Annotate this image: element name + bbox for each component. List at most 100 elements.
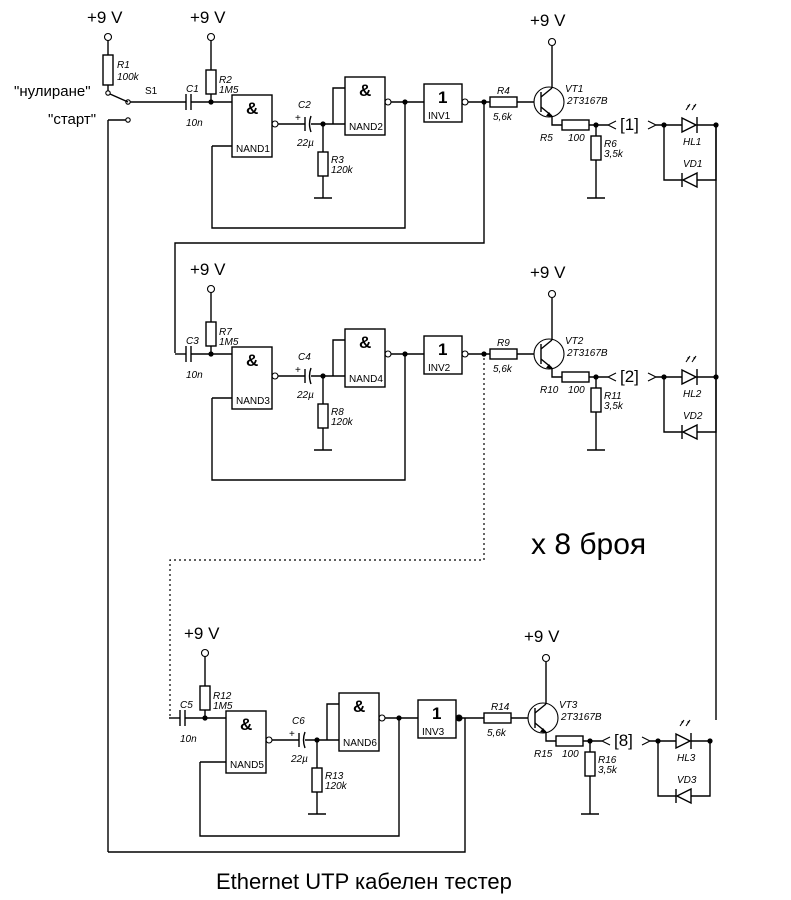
nand-a-name: NAND3 <box>236 396 270 407</box>
vt-name: VT3 <box>559 700 578 711</box>
transistor-icon <box>527 702 559 734</box>
c-mid-polarity: + <box>295 365 301 376</box>
r-base-value: 5,6k <box>493 364 513 375</box>
r-gnd-name: R3 <box>331 155 344 166</box>
stage-3: +9 VR121M5C510n&NAND5+C622µR13120k&NAND6… <box>169 624 713 837</box>
r-pull-name: R2 <box>219 75 232 86</box>
inv-name: INV3 <box>422 727 445 738</box>
power-terminal-icon <box>547 37 557 47</box>
r1-name: R1 <box>117 60 130 71</box>
c-in-value: 10n <box>180 734 197 745</box>
r-out-value: 3,5k <box>604 401 624 412</box>
power-terminal-icon <box>206 284 216 294</box>
switch-pos-reset-label: "нулиране" <box>14 83 91 100</box>
resistor-r1 <box>102 54 114 86</box>
nand-b-name: NAND4 <box>349 374 383 385</box>
junction-dot <box>396 715 402 721</box>
inverting-bubble-icon <box>378 714 386 722</box>
c-mid-polarity: + <box>295 113 301 124</box>
port-label: [8] <box>614 731 633 750</box>
power-terminal-icon <box>541 653 551 663</box>
r-out-name: R6 <box>604 139 617 150</box>
capacitor-input <box>179 709 186 727</box>
r-gnd-name: R8 <box>331 407 344 418</box>
resistor-pullup <box>205 69 217 95</box>
power-terminal-icon <box>206 32 216 42</box>
stage-2: +9 VR71M5C310n&NAND3+C422µR8120k&NAND41I… <box>175 260 719 481</box>
c-mid-value: 22µ <box>296 138 314 149</box>
r-pull-value: 1M5 <box>213 701 233 712</box>
inverter-gate <box>423 83 463 123</box>
nand-a-symbol: & <box>240 715 252 734</box>
junction-dot <box>402 351 408 357</box>
c-mid-value: 22µ <box>296 390 314 401</box>
vt-type: 2T3167B <box>566 96 608 107</box>
power-label: +9 V <box>530 263 566 282</box>
resistor-base <box>489 96 518 108</box>
port-label: [2] <box>620 367 639 386</box>
inv-symbol: 1 <box>438 88 447 107</box>
power-terminal-icon <box>103 32 113 42</box>
power-label: +9 V <box>184 624 220 643</box>
resistor-pullup <box>199 685 211 711</box>
inverting-bubble-icon <box>384 98 392 106</box>
resistor-base <box>483 712 512 724</box>
junction-dot <box>402 99 408 105</box>
r-gnd-value: 120k <box>331 165 354 176</box>
led-icon <box>681 116 698 134</box>
nand-gate-a <box>231 94 273 158</box>
power-label: +9 V <box>190 8 226 27</box>
inverting-bubble-icon <box>384 350 392 358</box>
power-terminal-icon <box>547 289 557 299</box>
inverting-bubble-icon <box>271 372 279 380</box>
power-label: +9 V <box>190 260 226 279</box>
r-emit-value: 100 <box>568 133 585 144</box>
r-base-name: R4 <box>497 86 510 97</box>
power-label: +9 V <box>524 627 560 646</box>
nand-gate-a <box>231 346 273 410</box>
vd-name: VD1 <box>683 159 702 170</box>
port-label: [1] <box>620 115 639 134</box>
vd-name: VD3 <box>677 775 697 786</box>
resistor-ground <box>317 151 329 177</box>
transistor-icon <box>533 86 565 118</box>
c-in-value: 10n <box>186 370 203 381</box>
resistor-ground <box>311 767 323 793</box>
switch-label: S1 <box>145 86 158 97</box>
inverting-bubble-icon <box>461 98 469 106</box>
vt-type: 2T3167B <box>566 348 608 359</box>
stages-group: +9 VR21M5C110n&NAND1+C222µR3120k&NAND21I… <box>160 8 719 837</box>
inv-name: INV2 <box>428 363 451 374</box>
power-terminal-icon <box>200 648 210 658</box>
junction-dot <box>456 715 462 721</box>
resistor-emitter <box>555 735 584 747</box>
vd-name: VD2 <box>683 411 703 422</box>
r-emit-name: R10 <box>540 385 559 396</box>
r-gnd-name: R13 <box>325 771 344 782</box>
inverting-bubble-icon <box>265 736 273 744</box>
diode-icon <box>681 171 698 189</box>
nand-gate-b <box>344 76 386 136</box>
led-icon <box>675 732 692 750</box>
diagram-title: Ethernet UTP кабелен тестер <box>216 869 512 894</box>
resistor-emitter <box>561 371 590 383</box>
switch-pos-start-label: "старт" <box>48 111 96 128</box>
stage-count-label: x 8 броя <box>531 528 646 561</box>
nand-a-symbol: & <box>246 351 258 370</box>
r-gnd-value: 120k <box>325 781 348 792</box>
inv-symbol: 1 <box>438 340 447 359</box>
nand-b-name: NAND2 <box>349 122 383 133</box>
transistor-icon <box>533 338 565 370</box>
input-switch-section: +9 V R1 100k S1 "нулиране" "старт" <box>14 8 160 852</box>
r1-value: 100k <box>117 72 140 83</box>
capacitor-input <box>185 93 192 111</box>
c-in-name: C5 <box>180 700 193 711</box>
vt-name: VT2 <box>565 336 584 347</box>
c-mid-value: 22µ <box>290 754 308 765</box>
c-mid-name: C6 <box>292 716 305 727</box>
resistor-ground <box>317 403 329 429</box>
resistor-emitter <box>561 119 590 131</box>
inv-symbol: 1 <box>432 704 441 723</box>
c-in-name: C1 <box>186 84 199 95</box>
junction-dot <box>208 351 214 357</box>
